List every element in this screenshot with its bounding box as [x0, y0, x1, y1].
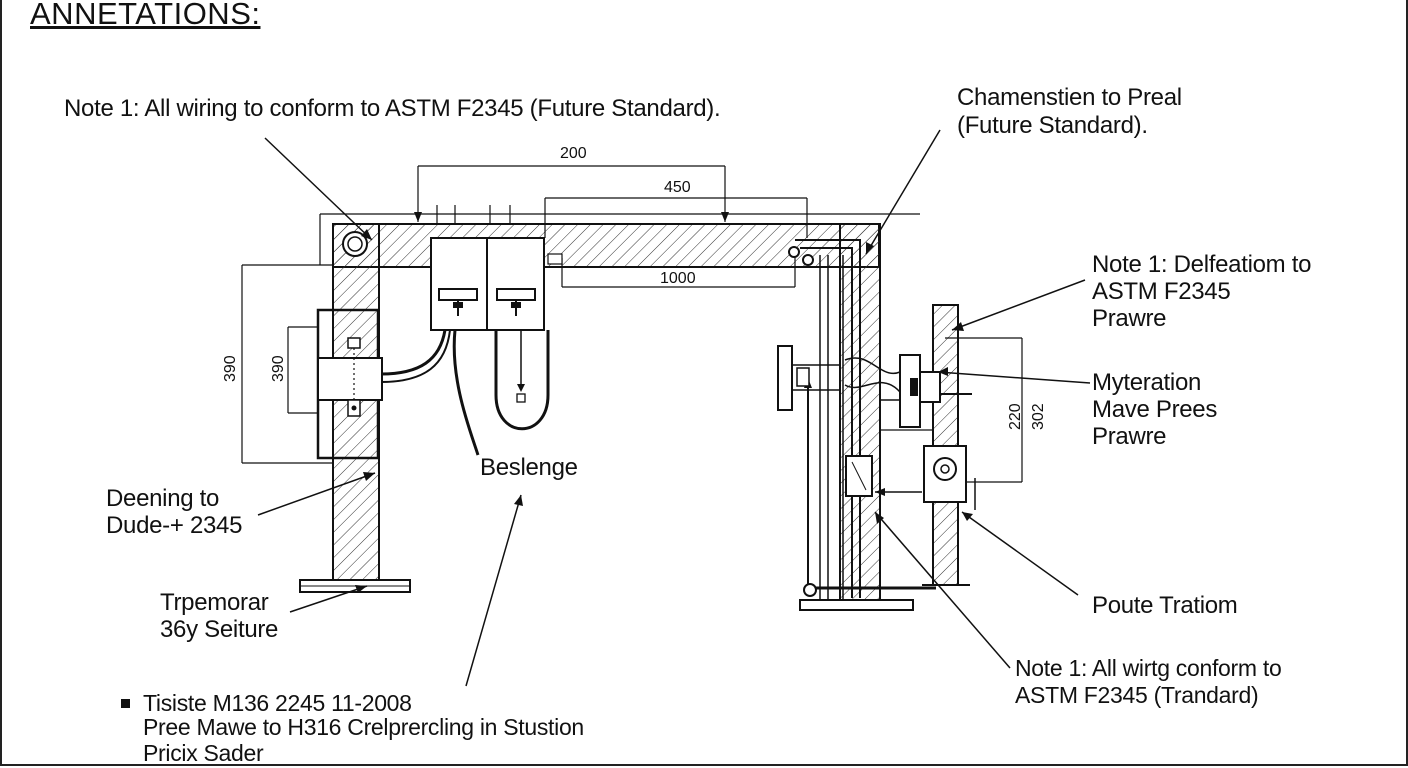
note-deening-line2: Dude-+ 2345 — [106, 512, 243, 539]
note-top-right-line1: Chamenstien to Preal — [957, 84, 1182, 111]
note-right-line3: Prawre — [1092, 305, 1167, 332]
junction-circle — [342, 231, 368, 257]
note-top-right-line2: (Future Standard). — [957, 112, 1148, 139]
dimension-450: 450 — [664, 179, 691, 196]
note-myteration-line1: Myteration — [1092, 369, 1202, 396]
dimension-390-inner: 390 — [270, 355, 287, 382]
note-bottom-left-line2: Pree Mawe to H316 Crelprercling in Stust… — [143, 714, 584, 740]
leader-trpemorar — [289, 585, 368, 613]
leader-beslenge — [465, 494, 522, 687]
dimension-390-outer: 390 — [222, 355, 239, 382]
note-right-line2: ASTM F2345 — [1092, 278, 1231, 305]
right-base-plate — [799, 599, 914, 611]
label-beslenge: Beslenge — [480, 454, 578, 481]
valve-flange — [777, 345, 793, 411]
note-bottom-left-line1: Tisiste M136 2245 11-2008 — [143, 690, 412, 716]
dimension-302: 302 — [1030, 403, 1047, 430]
panel-box-2 — [486, 237, 545, 331]
note-deening-line1: Deening to — [106, 485, 220, 512]
note-bottom-right-line2: ASTM F2345 (Trandard) — [1015, 682, 1259, 708]
leader-top-left-note — [264, 137, 373, 241]
bullet-icon — [121, 699, 130, 708]
annotations-heading: ANNETATIONS: — [30, 0, 261, 31]
leader-top-right-note — [865, 129, 941, 255]
note-top-left: Note 1: All wiring to conform to ASTM F2… — [64, 95, 721, 122]
top-beam — [332, 223, 880, 268]
leader-right-note — [951, 279, 1086, 331]
note-bottom-right-line1: Note 1: All wirtg conform to — [1015, 655, 1282, 681]
note-trpemorar-line2: 36y Seiture — [160, 616, 279, 643]
dimension-220: 220 — [1007, 403, 1024, 430]
note-bottom-left-line3: Pricix Sader — [143, 740, 264, 766]
dimension-200: 200 — [560, 145, 587, 162]
dimension-1000: 1000 — [660, 270, 696, 287]
note-right-line1: Note 1: Delfeatiom to — [1092, 251, 1312, 278]
leader-myteration — [937, 371, 1091, 384]
leader-deening — [257, 472, 376, 516]
note-myteration-line2: Mave Prees — [1092, 396, 1218, 423]
note-myteration-line3: Prawre — [1092, 423, 1167, 450]
panel-box-1 — [430, 237, 488, 331]
leader-bottom-right-note — [874, 511, 1011, 669]
note-trpemorar-line1: Trpemorar — [160, 589, 269, 616]
leader-poute — [961, 511, 1079, 596]
label-poute-tratiom: Poute Tratiom — [1092, 592, 1238, 619]
